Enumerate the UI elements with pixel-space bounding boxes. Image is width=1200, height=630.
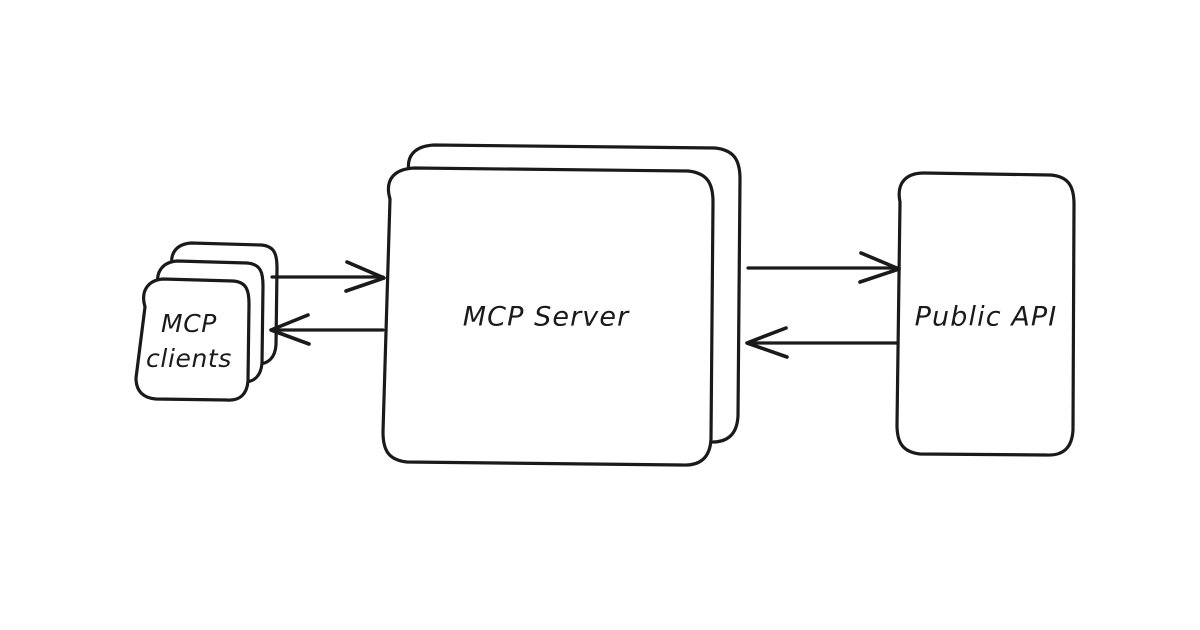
mcp-clients-stack-layer-1 [134, 277, 251, 402]
edge-api-to-server-arrowhead [745, 326, 789, 359]
mcp-clients-label-line2: clients [146, 344, 232, 373]
mcp-server-stack-layer-1 [381, 166, 715, 467]
edge-server-to-clients[interactable] [269, 313, 385, 346]
edge-clients-to-server-arrowhead [344, 260, 386, 293]
node-mcp-clients[interactable]: MCP clients [134, 241, 279, 402]
public-api-label: Public API [915, 302, 1058, 333]
edge-clients-to-server[interactable] [270, 260, 386, 293]
mcp-server-label: MCP Server [463, 302, 630, 333]
edge-server-to-api-arrowhead [858, 251, 901, 284]
public-api-box [895, 171, 1076, 457]
node-mcp-server[interactable]: MCP Server [381, 143, 742, 467]
node-public-api[interactable]: Public API [895, 171, 1076, 457]
edge-server-to-clients-arrowhead [269, 313, 311, 346]
edge-api-to-server[interactable] [745, 326, 900, 359]
edge-server-to-api[interactable] [746, 251, 901, 284]
mcp-clients-label-line1: MCP [161, 309, 217, 338]
